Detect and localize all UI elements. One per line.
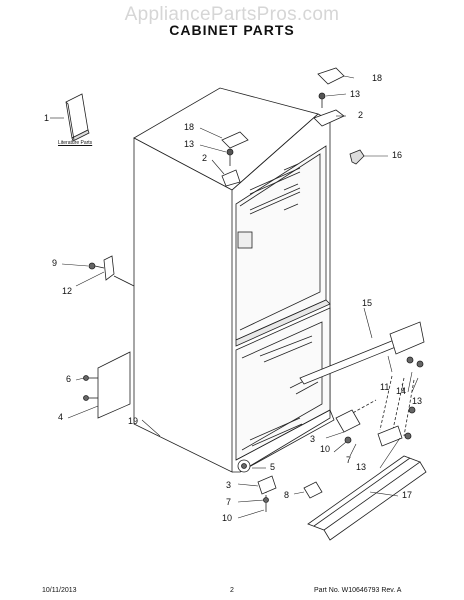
callout-9: 9 — [52, 258, 58, 268]
callout-13: 13 — [356, 462, 367, 472]
grille-17 — [307, 455, 427, 541]
watermark: AppliancePartsPros.com — [124, 4, 340, 25]
lower-hinge-left — [257, 475, 277, 512]
callout-18: 18 — [372, 73, 383, 83]
callout-12: 12 — [62, 286, 73, 296]
top-hinge-right — [313, 67, 345, 127]
callout-16: 16 — [392, 150, 403, 160]
leader-lines — [50, 75, 419, 519]
callout-8: 8 — [284, 490, 290, 500]
callout-6: 6 — [66, 374, 72, 384]
literature-parts-booklet — [65, 93, 90, 142]
callout-15: 15 — [362, 298, 373, 308]
callout-17: 17 — [402, 490, 413, 500]
callout-3: 3 — [310, 434, 316, 444]
callout-2: 2 — [202, 153, 208, 163]
bracket-16 — [349, 149, 365, 165]
lower-hinge-right — [335, 406, 416, 447]
clip-8 — [303, 481, 323, 499]
page-title: CABINET PARTS — [169, 22, 295, 38]
callout-13: 13 — [350, 89, 361, 99]
callout-1: 1 — [44, 113, 50, 123]
side-screw-assembly — [88, 255, 135, 287]
callout-7: 7 — [226, 497, 232, 507]
callout-2: 2 — [358, 110, 364, 120]
refrigerator-cabinet — [133, 87, 335, 473]
callout-10: 10 — [320, 444, 331, 454]
footer-part-number: Part No. W10646793 Rev. A — [314, 587, 402, 594]
callout-13: 13 — [412, 396, 423, 406]
callout-18: 18 — [184, 122, 195, 132]
top-hinge-left — [221, 131, 249, 187]
callout-7: 7 — [346, 455, 352, 465]
literature-label: Literature Parts — [58, 140, 93, 146]
lower-side-bracket — [83, 351, 131, 419]
footer-page: 2 — [230, 587, 234, 594]
callout-11: 11 — [380, 382, 390, 392]
footer-date: 10/11/2013 — [42, 587, 77, 594]
callout-13: 13 — [184, 139, 195, 149]
callout-14: 14 — [396, 386, 407, 396]
callout-4: 4 — [58, 412, 64, 422]
roller-5 — [237, 459, 251, 473]
callout-10: 10 — [222, 513, 233, 523]
callout-3: 3 — [226, 480, 232, 490]
callout-19: 19 — [128, 416, 139, 426]
callout-5: 5 — [270, 462, 276, 472]
rail-15 — [299, 321, 425, 385]
